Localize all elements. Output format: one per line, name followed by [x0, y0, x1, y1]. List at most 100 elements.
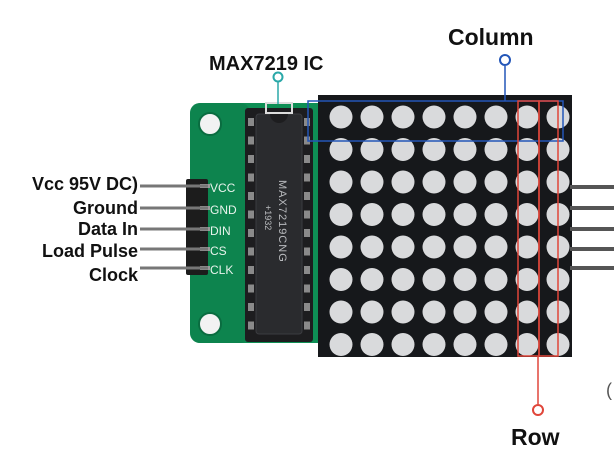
- led-dot: [453, 235, 477, 259]
- socket-pin: [248, 136, 254, 145]
- led-dot: [484, 333, 508, 356]
- led-dot: [453, 300, 477, 324]
- led-dot: [329, 333, 353, 356]
- led-dot: [453, 268, 477, 291]
- led-dot: [484, 170, 508, 194]
- socket-pin: [248, 284, 254, 293]
- led-dot: [515, 203, 539, 226]
- socket-pin: [248, 155, 254, 163]
- led-dot: [329, 235, 353, 259]
- led-dot: [329, 268, 353, 291]
- led-dot: [515, 105, 539, 129]
- led-dot: [360, 203, 384, 226]
- socket-pin: [248, 303, 254, 311]
- led-dot: [391, 333, 415, 356]
- led-dot: [360, 268, 384, 291]
- led-grid: [329, 105, 570, 356]
- mounting-hole-top: [198, 112, 222, 136]
- socket-pin: [304, 210, 310, 219]
- led-dot: [515, 138, 539, 161]
- ic-pointer-dot: [272, 71, 284, 83]
- socket-pin: [304, 173, 310, 182]
- led-dot: [360, 333, 384, 356]
- led-dot: [484, 268, 508, 291]
- led-dot: [422, 138, 446, 161]
- led-dot: [484, 138, 508, 161]
- socket-pin: [248, 118, 254, 126]
- socket-pin: [248, 321, 254, 330]
- led-dot: [484, 203, 508, 226]
- led-dot: [422, 105, 446, 129]
- led-dot: [391, 268, 415, 291]
- led-dot: [329, 138, 353, 161]
- chip-notch-frame: [265, 102, 293, 114]
- led-dot: [329, 105, 353, 129]
- socket-pin: [304, 247, 310, 256]
- column-pointer-dot: [499, 54, 511, 66]
- led-dot: [391, 203, 415, 226]
- row-pointer-dot: [532, 404, 544, 416]
- led-dot: [515, 235, 539, 259]
- led-dot: [484, 300, 508, 324]
- led-dot: [329, 203, 353, 226]
- led-dot: [484, 235, 508, 259]
- chip-notch: [270, 114, 288, 123]
- pin-label-clk: Clock: [88, 265, 138, 285]
- chip-marking-1: MAX7219CNG: [276, 180, 288, 263]
- led-dot: [422, 300, 446, 324]
- mounting-hole-bottom: [198, 312, 222, 336]
- socket-pin: [248, 247, 254, 256]
- led-dot: [453, 105, 477, 129]
- pin-label-gnd: Ground: [73, 198, 138, 218]
- pin-leader-lines: [140, 184, 208, 270]
- led-dot: [422, 235, 446, 259]
- column-highlight-box: [307, 100, 564, 142]
- led-dot: [360, 170, 384, 194]
- socket-pin: [304, 303, 310, 311]
- led-dot: [515, 268, 539, 291]
- led-dot: [484, 105, 508, 129]
- led-dot: [422, 170, 446, 194]
- socket-pin: [304, 118, 310, 126]
- led-dot: [329, 300, 353, 324]
- row-label: Row: [511, 424, 560, 450]
- edge-fragment: (: [606, 380, 612, 400]
- right-header-pins: [570, 185, 614, 270]
- socket-pin: [248, 173, 254, 182]
- led-dot: [422, 333, 446, 356]
- led-dot: [360, 235, 384, 259]
- row-highlight-box-2: [538, 100, 559, 357]
- led-dot: [453, 333, 477, 356]
- socket-pin: [304, 192, 310, 200]
- socket-pin: [248, 192, 254, 200]
- socket-pin: [304, 284, 310, 293]
- socket-pin: [248, 229, 254, 237]
- ic-socket-pins: [248, 118, 310, 330]
- socket-pin: [248, 210, 254, 219]
- led-dot: [453, 170, 477, 194]
- led-dot: [422, 268, 446, 291]
- socket-pin: [304, 321, 310, 330]
- silk-label: DIN: [210, 224, 231, 238]
- led-dot: [422, 203, 446, 226]
- socket-pin: [304, 266, 310, 274]
- pcb-board-shade: [190, 103, 250, 343]
- pin-label-din: Data In: [77, 219, 138, 239]
- led-dot: [391, 105, 415, 129]
- led-dot: [453, 138, 477, 161]
- led-dot: [360, 300, 384, 324]
- silk-label: GND: [210, 203, 237, 217]
- led-dot: [391, 138, 415, 161]
- ic-label: MAX7219 IC: [209, 53, 324, 75]
- socket-pin: [304, 136, 310, 145]
- silk-label: VCC: [210, 181, 236, 195]
- silk-label: CLK: [210, 263, 233, 277]
- led-dot: [360, 138, 384, 161]
- socket-pin: [304, 155, 310, 163]
- pin-label-vcc: Vcc 95V DC): [31, 174, 138, 194]
- led-dot: [515, 333, 539, 356]
- led-dot: [329, 170, 353, 194]
- led-dot: [391, 235, 415, 259]
